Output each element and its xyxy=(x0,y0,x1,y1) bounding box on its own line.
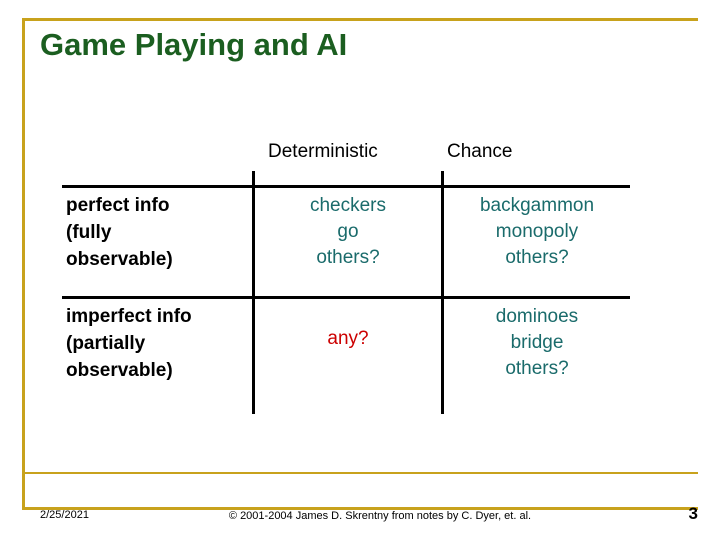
cell-perfect-chance: backgammon monopoly others? xyxy=(479,195,595,269)
row-header-imperfect-info: imperfect info (partially observable) xyxy=(66,306,192,381)
column-header-chance: Chance xyxy=(447,141,513,162)
game-classification-matrix: Deterministic Chance perfect info (fully… xyxy=(62,133,642,414)
matrix-horizontal-rule-2a xyxy=(62,296,252,299)
matrix-horizontal-rule-2b xyxy=(255,296,441,299)
column-header-deterministic: Deterministic xyxy=(268,141,378,162)
footer-rule xyxy=(22,472,698,474)
matrix-vertical-rule-1 xyxy=(252,171,255,414)
cell-imperfect-chance: dominoes bridge others? xyxy=(495,306,579,380)
matrix-horizontal-rule-1a xyxy=(62,185,252,188)
decorative-left-rule xyxy=(22,18,25,510)
matrix-horizontal-rule-2c xyxy=(444,296,630,299)
page-title: Game Playing and AI xyxy=(40,27,348,62)
cell-perfect-deterministic: checkers go others? xyxy=(309,195,387,269)
cell-imperfect-deterministic: any? xyxy=(327,328,369,349)
footer-date: 2/25/2021 xyxy=(40,509,89,521)
footer-credit: © 2001-2004 James D. Skrentny from notes… xyxy=(228,510,532,522)
decorative-bottom-rule xyxy=(22,507,698,510)
decorative-top-rule xyxy=(22,18,698,21)
matrix-vertical-rule-2 xyxy=(441,171,444,414)
footer-page-number: 3 xyxy=(688,504,698,523)
matrix-horizontal-rule-1c xyxy=(444,185,630,188)
matrix-horizontal-rule-1b xyxy=(255,185,441,188)
row-header-perfect-info: perfect info (fully observable) xyxy=(66,195,173,270)
